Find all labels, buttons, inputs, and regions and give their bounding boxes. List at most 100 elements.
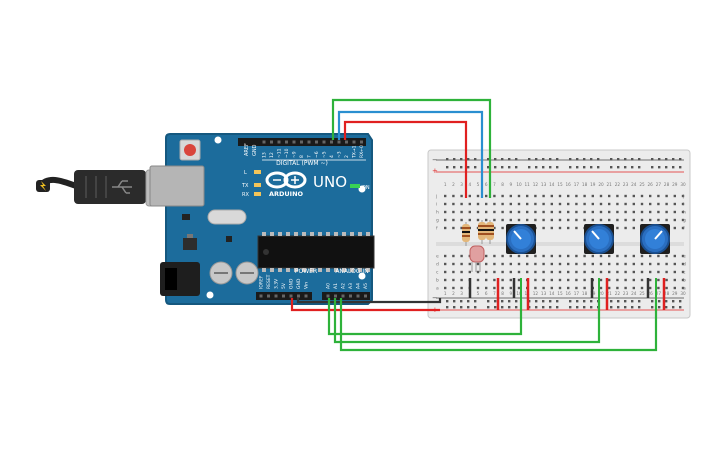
terminal-hole[interactable]	[632, 270, 635, 274]
terminal-hole[interactable]	[550, 202, 553, 206]
terminal-hole[interactable]	[657, 286, 660, 290]
rail-hole[interactable]	[487, 166, 490, 169]
breadboard-jumpers[interactable]	[468, 278, 666, 310]
terminal-hole[interactable]	[558, 278, 562, 282]
terminal-hole[interactable]	[616, 254, 619, 258]
rail-hole[interactable]	[474, 166, 477, 169]
rail-hole[interactable]	[569, 306, 572, 309]
terminal-hole[interactable]	[567, 254, 570, 258]
terminal-hole[interactable]	[501, 226, 504, 230]
rail-hole[interactable]	[474, 158, 477, 161]
terminal-hole[interactable]	[640, 286, 644, 290]
rail-hole[interactable]	[597, 166, 600, 169]
terminal-hole[interactable]	[558, 202, 562, 206]
header-pin[interactable]	[322, 140, 326, 144]
rail-hole[interactable]	[501, 306, 504, 309]
header-pin[interactable]	[259, 294, 263, 298]
rail-hole[interactable]	[624, 166, 627, 169]
terminal-hole[interactable]	[542, 210, 545, 214]
terminal-hole[interactable]	[460, 202, 463, 206]
terminal-hole[interactable]	[681, 194, 685, 198]
terminal-hole[interactable]	[616, 194, 619, 198]
rail-hole[interactable]	[549, 166, 552, 169]
terminal-hole[interactable]	[485, 202, 488, 206]
rail-hole[interactable]	[487, 158, 490, 161]
rail-hole[interactable]	[679, 158, 682, 161]
terminal-hole[interactable]	[501, 278, 504, 282]
terminal-hole[interactable]	[501, 270, 504, 274]
wire-green-a1[interactable]	[333, 298, 601, 344]
terminal-hole[interactable]	[640, 254, 644, 258]
rail-hole[interactable]	[665, 158, 668, 161]
terminal-hole[interactable]	[665, 254, 668, 258]
rail-hole[interactable]	[665, 166, 668, 169]
terminal-hole[interactable]	[575, 286, 578, 290]
terminal-hole[interactable]	[649, 278, 652, 282]
rail-hole[interactable]	[542, 300, 545, 303]
terminal-hole[interactable]	[542, 270, 545, 274]
terminal-hole[interactable]	[517, 278, 521, 282]
terminal-hole[interactable]	[583, 210, 586, 214]
rail-hole[interactable]	[624, 306, 627, 309]
rail-hole[interactable]	[508, 166, 511, 169]
terminal-hole[interactable]	[591, 202, 594, 206]
terminal-hole[interactable]	[624, 278, 627, 282]
terminal-hole[interactable]	[517, 286, 521, 290]
terminal-hole[interactable]	[493, 254, 496, 258]
terminal-hole[interactable]	[665, 202, 668, 206]
terminal-hole[interactable]	[534, 270, 537, 274]
terminal-hole[interactable]	[468, 262, 471, 266]
terminal-hole[interactable]	[444, 194, 447, 198]
terminal-hole[interactable]	[649, 286, 652, 290]
terminal-hole[interactable]	[567, 202, 570, 206]
rail-hole[interactable]	[446, 306, 449, 309]
terminal-hole[interactable]	[493, 210, 496, 214]
terminal-hole[interactable]	[452, 278, 455, 282]
rail-hole[interactable]	[453, 158, 456, 161]
terminal-hole[interactable]	[665, 286, 668, 290]
terminal-hole[interactable]	[583, 194, 586, 198]
terminal-hole[interactable]	[681, 202, 685, 206]
rail-hole[interactable]	[453, 306, 456, 309]
rail-hole[interactable]	[542, 306, 545, 309]
rail-hole[interactable]	[672, 300, 675, 303]
terminal-hole[interactable]	[665, 218, 668, 222]
terminal-hole[interactable]	[493, 262, 496, 266]
terminal-hole[interactable]	[591, 194, 594, 198]
terminal-hole[interactable]	[673, 218, 676, 222]
terminal-hole[interactable]	[444, 262, 447, 266]
terminal-hole[interactable]	[542, 218, 545, 222]
header-pin[interactable]	[277, 140, 281, 144]
rail-hole[interactable]	[658, 306, 661, 309]
terminal-hole[interactable]	[509, 202, 512, 206]
breadboard[interactable]: + − + − 11223344556677889910101111121213…	[427, 149, 691, 319]
terminal-hole[interactable]	[608, 270, 611, 274]
terminal-hole[interactable]	[599, 218, 603, 222]
header-pin[interactable]	[274, 294, 278, 298]
terminal-hole[interactable]	[657, 262, 660, 266]
terminal-hole[interactable]	[501, 210, 504, 214]
terminal-hole[interactable]	[624, 270, 627, 274]
terminal-hole[interactable]	[665, 210, 668, 214]
rail-hole[interactable]	[679, 306, 682, 309]
rail-hole[interactable]	[590, 306, 593, 309]
rail-hole[interactable]	[624, 300, 627, 303]
rail-hole[interactable]	[638, 158, 641, 161]
rail-hole[interactable]	[467, 166, 470, 169]
terminal-hole[interactable]	[657, 278, 660, 282]
wire-black-gnd[interactable]	[296, 298, 442, 304]
terminal-hole[interactable]	[616, 202, 619, 206]
terminal-hole[interactable]	[583, 218, 586, 222]
terminal-hole[interactable]	[583, 278, 586, 282]
rail-hole[interactable]	[460, 300, 463, 303]
terminal-hole[interactable]	[509, 286, 512, 290]
terminal-hole[interactable]	[460, 218, 463, 222]
terminal-hole[interactable]	[526, 202, 529, 206]
terminal-hole[interactable]	[534, 254, 537, 258]
rail-hole[interactable]	[631, 300, 634, 303]
rail-hole[interactable]	[679, 166, 682, 169]
header-pin[interactable]	[304, 294, 308, 298]
terminal-hole[interactable]	[681, 286, 685, 290]
terminal-hole[interactable]	[575, 278, 578, 282]
terminal-hole[interactable]	[468, 210, 471, 214]
